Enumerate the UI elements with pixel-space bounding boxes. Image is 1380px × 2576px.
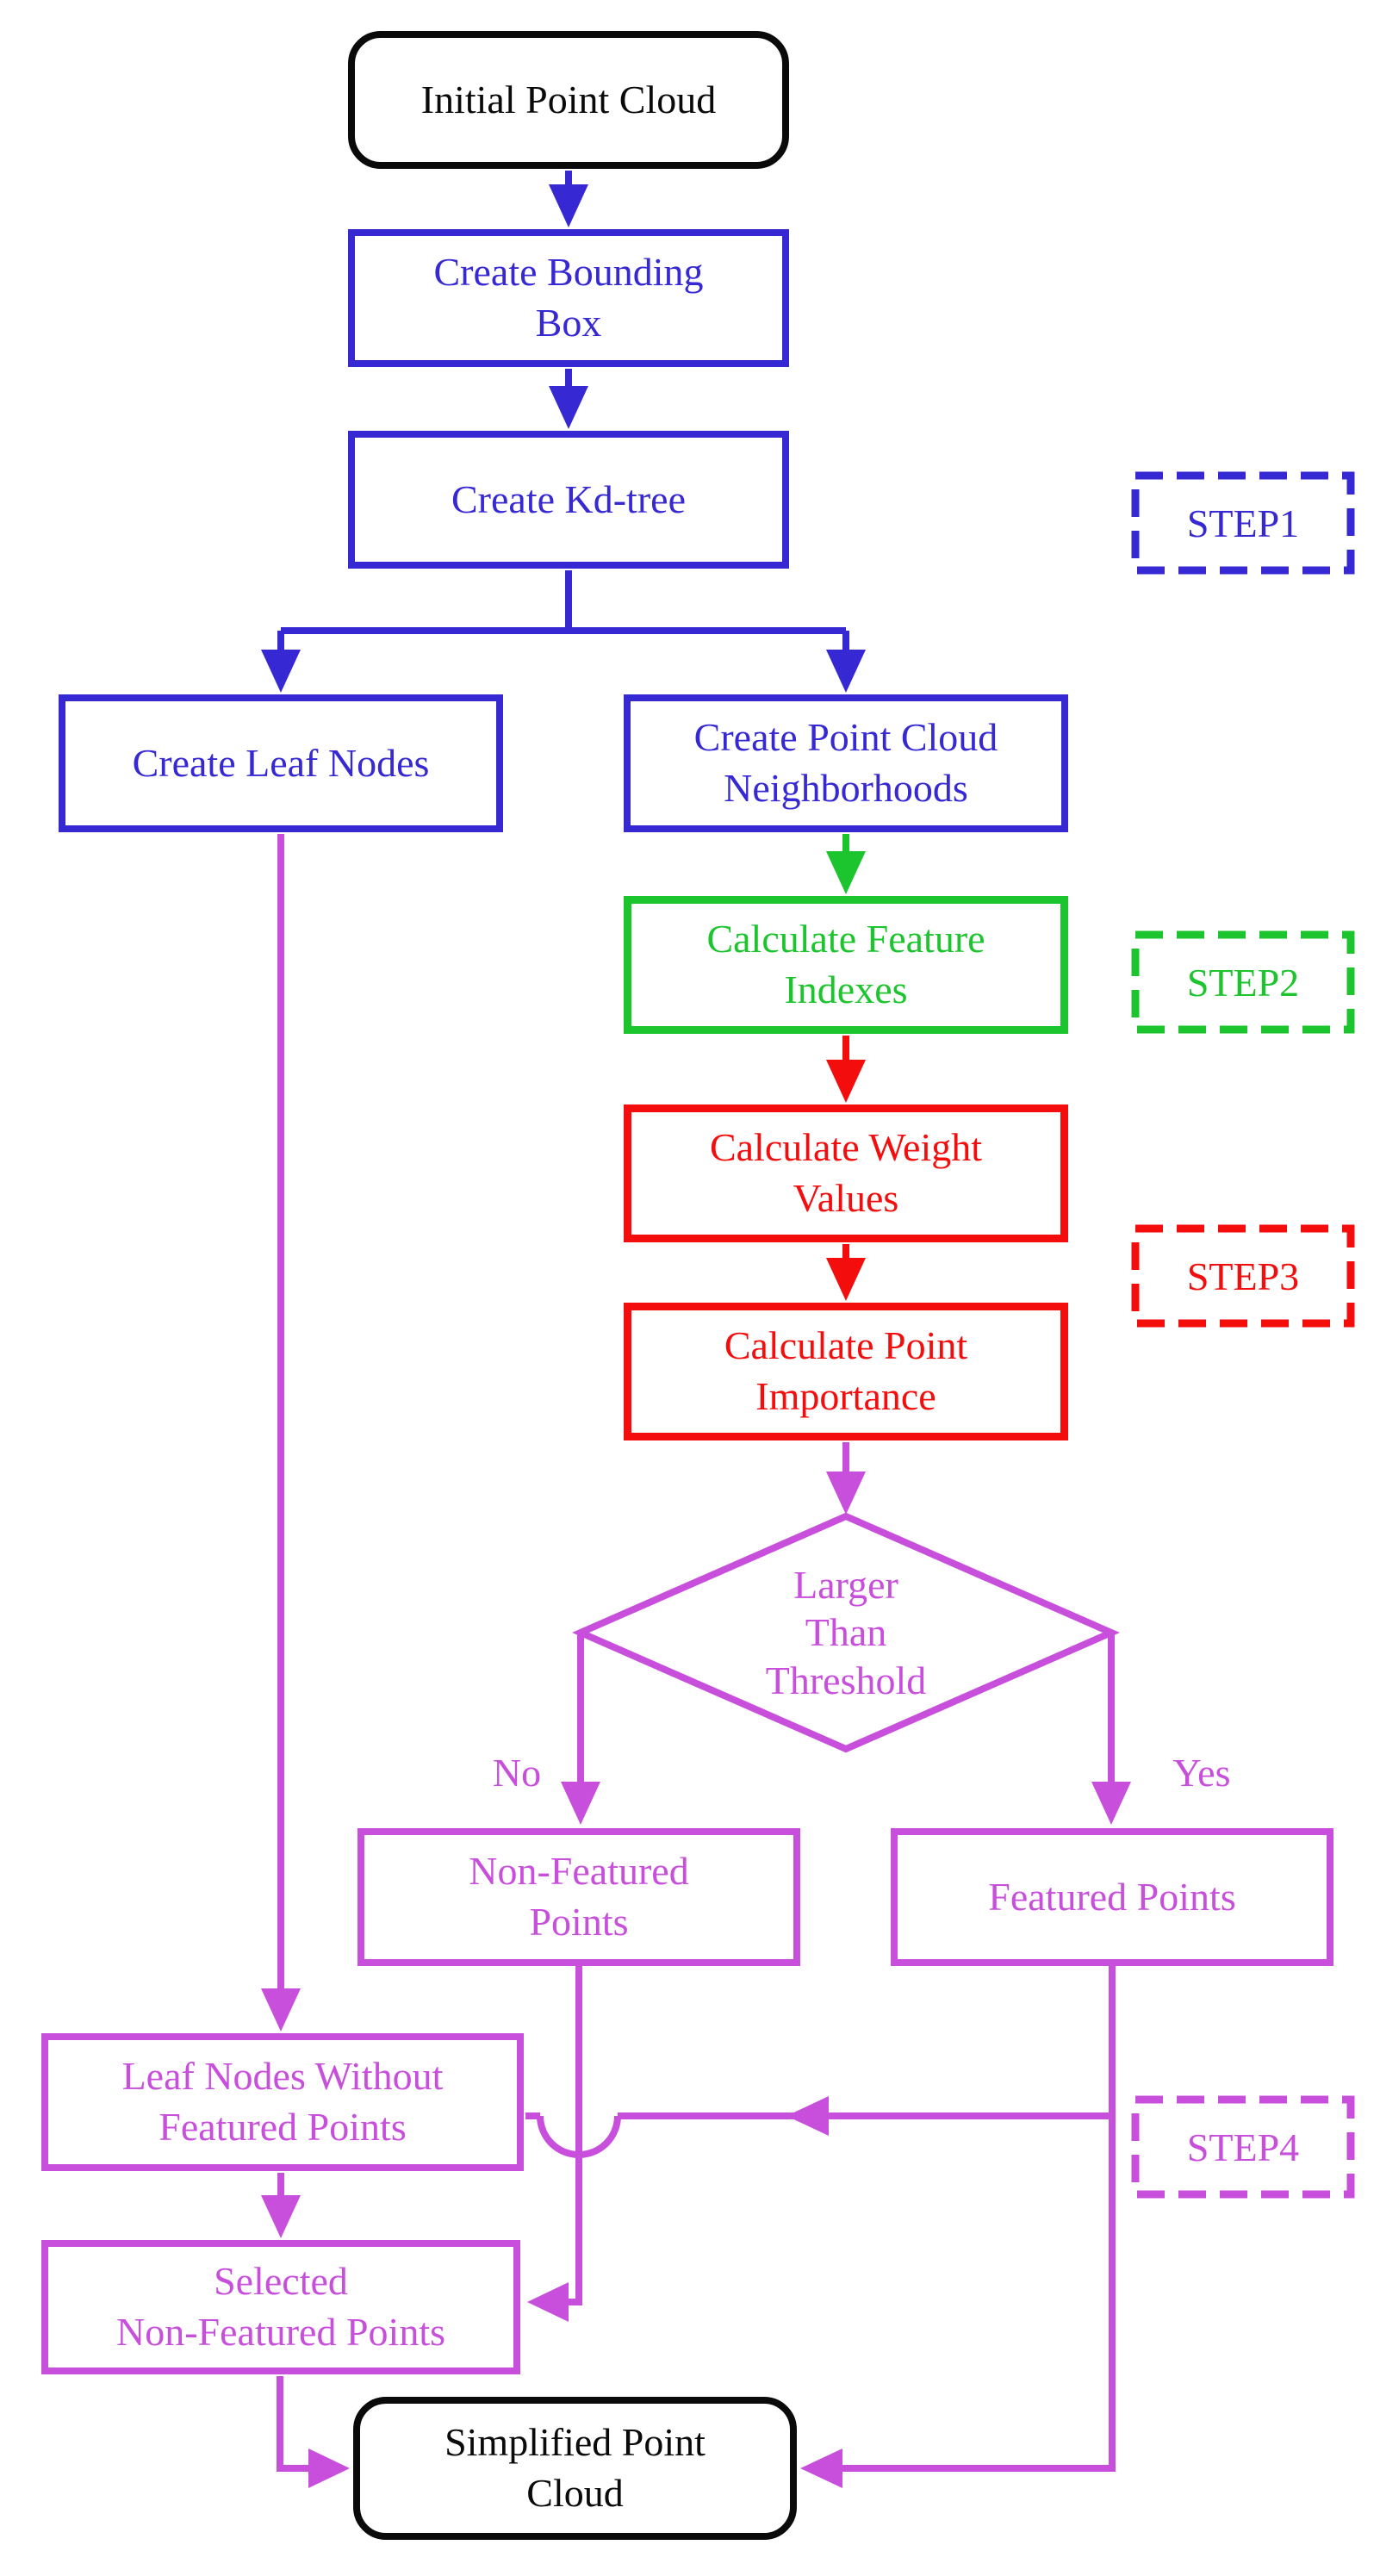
step3-text: STEP3: [1186, 1254, 1300, 1298]
arrowhead-decision-yes: [1091, 1782, 1131, 1825]
node-create-kd-tree: Create Kd-tree: [348, 431, 789, 569]
node-calculate-weight-values: Calculate Weight Values: [624, 1104, 1068, 1242]
arrowhead-selected-to-simplified: [308, 2448, 350, 2488]
node-calculate-point-importance-label: Calculate Point Importance: [724, 1323, 968, 1418]
edge-label-yes: Yes: [1146, 1747, 1258, 1799]
step4-frame: [1131, 2095, 1355, 2199]
arrowhead-bounding-to-kdtree: [549, 386, 588, 429]
node-create-bounding-box: Create Bounding Box: [348, 229, 789, 367]
arrowhead-weight-to-importance: [826, 1258, 866, 1301]
node-create-point-cloud-neighborhoods: Create Point Cloud Neighborhoods: [624, 694, 1068, 832]
arrowhead-split-to-leafnodes: [261, 650, 301, 693]
node-simplified-point-cloud: Simplified Point Cloud: [353, 2397, 797, 2540]
arrowhead-featureindexes-to-weight: [826, 1060, 866, 1103]
node-featured-points-label: Featured Points: [988, 1874, 1236, 1919]
node-selected-non-featured-points: Selected Non-Featured Points: [41, 2240, 520, 2374]
node-selected-non-featured-points-label: Selected Non-Featured Points: [115, 2259, 445, 2354]
step3-label: STEP3: [1135, 1229, 1351, 1323]
edge-selected-to-simplified: [277, 2376, 310, 2472]
edge-kdtree-split: [277, 570, 849, 653]
node-calculate-feature-indexes: Calculate Feature Indexes: [624, 896, 1068, 1034]
node-create-bounding-box-label: Create Bounding Box: [433, 250, 704, 345]
node-calculate-feature-indexes-label: Calculate Feature Indexes: [706, 917, 985, 1011]
step2-label: STEP2: [1135, 935, 1351, 1030]
node-create-point-cloud-neighborhoods-label: Create Point Cloud Neighborhoods: [693, 715, 998, 810]
node-create-leaf-nodes-label: Create Leaf Nodes: [132, 740, 430, 785]
arrowhead-featured-to-leafwithout: [786, 2096, 829, 2136]
step4-label: STEP4: [1135, 2100, 1351, 2194]
arrowhead-leafwithout-to-selected: [261, 2195, 301, 2238]
node-leaf-nodes-without-featured-points-label: Leaf Nodes Without Featured Points: [121, 2054, 444, 2149]
node-non-featured-points: Non-Featured Points: [357, 1828, 800, 1966]
node-initial-point-cloud: Initial Point Cloud: [348, 31, 789, 169]
node-calculate-point-importance: Calculate Point Importance: [624, 1303, 1068, 1440]
decision-label-text: Larger Than Threshold: [765, 1563, 927, 1702]
edge-nonfeatured-to-selected: [569, 1966, 582, 2305]
step1-label: STEP1: [1135, 476, 1351, 570]
step2-text: STEP2: [1186, 960, 1300, 1005]
node-featured-points: Featured Points: [891, 1828, 1333, 1966]
node-non-featured-points-label: Non-Featured Points: [469, 1849, 689, 1944]
step4-text: STEP4: [1186, 2125, 1300, 2169]
node-calculate-weight-values-label: Calculate Weight Values: [709, 1125, 983, 1220]
decision-diamond-shape: [572, 1512, 1120, 1753]
edge-featured-to-simplified: [842, 1966, 1116, 2472]
step2-frame: [1131, 930, 1355, 1034]
arrowhead-leafnodes-to-leafwithout: [261, 1988, 301, 2032]
arrowhead-featured-to-simplified: [800, 2448, 842, 2488]
arrowhead-importance-to-decision: [826, 1472, 866, 1515]
node-leaf-nodes-without-featured-points: Leaf Nodes Without Featured Points: [41, 2033, 524, 2171]
edge-label-no: No: [465, 1747, 569, 1799]
arrowhead-neighborhoods-to-featureindexes: [826, 851, 866, 894]
node-initial-point-cloud-label: Initial Point Cloud: [420, 77, 717, 121]
edge-featured-to-leafwithout: [525, 2112, 1112, 2158]
node-create-leaf-nodes: Create Leaf Nodes: [59, 694, 503, 832]
arrowhead-split-to-neighborhoods: [826, 650, 866, 693]
node-simplified-point-cloud-label: Simplified Point Cloud: [444, 2420, 706, 2515]
arrowhead-nonfeatured-to-selected: [527, 2282, 569, 2322]
edge-label-yes-text: Yes: [1172, 1751, 1231, 1795]
arrowhead-decision-no: [561, 1782, 600, 1825]
edge-label-no-text: No: [492, 1751, 542, 1795]
step3-frame: [1131, 1224, 1355, 1328]
decision-larger-than-threshold-label: Larger Than Threshold: [717, 1551, 975, 1714]
arrowhead-initial-to-bounding: [549, 184, 588, 227]
node-create-kd-tree-label: Create Kd-tree: [451, 476, 686, 521]
step1-text: STEP1: [1186, 501, 1300, 545]
step1-frame: [1131, 471, 1355, 575]
